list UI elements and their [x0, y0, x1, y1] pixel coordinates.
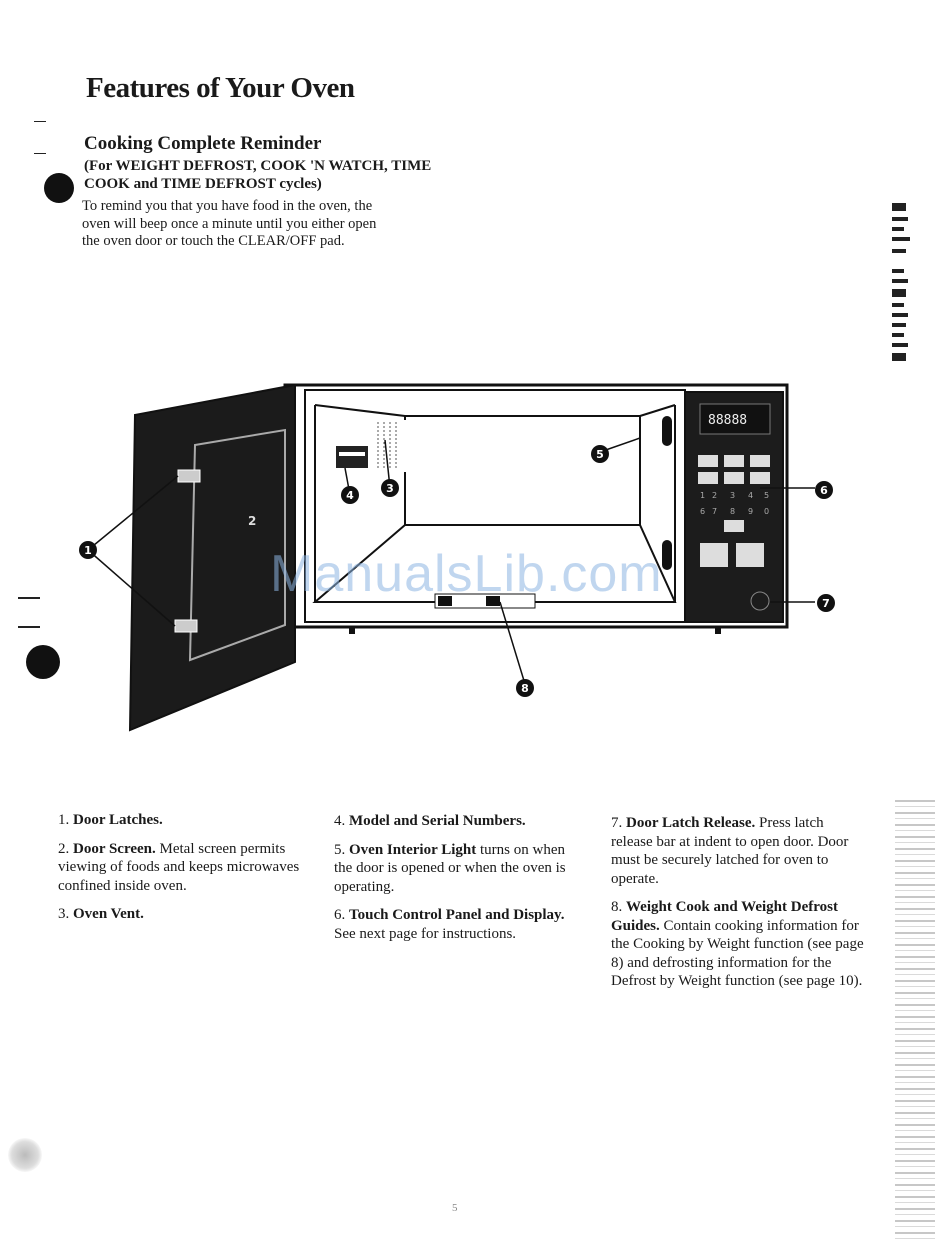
feature-item: 5. Oven Interior Light turns on when the…: [334, 841, 566, 895]
feature-item: 6. Touch Control Panel and Display. See …: [334, 907, 565, 942]
model-serial-label: [336, 446, 368, 468]
callout-4: 4: [346, 489, 354, 502]
reminder-title: Cooking Complete Reminder: [84, 133, 322, 154]
margin-dash: [34, 153, 46, 154]
reminder-body: To remind you that you have food in the …: [82, 198, 377, 249]
callout-7: 7: [822, 597, 830, 610]
feature-item: 3. Oven Vent.: [58, 906, 144, 922]
svg-text:4: 4: [748, 491, 753, 500]
svg-text:7: 7: [712, 507, 717, 516]
page-number: 5: [452, 1202, 458, 1214]
svg-text:3: 3: [730, 491, 735, 500]
feature-column-2: 4. Model and Serial Numbers. 5. Oven Int…: [334, 812, 579, 943]
page-title: Features of Your Oven: [86, 72, 355, 104]
interior-light: [662, 416, 672, 446]
reminder-subtitle: (For WEIGHT DEFROST, COOK 'N WATCH, TIME…: [84, 158, 432, 192]
watermark: ManualsLib.com: [270, 545, 663, 603]
feature-item: 2. Door Screen. Metal screen permits vie…: [58, 840, 300, 894]
svg-text:8: 8: [730, 507, 735, 516]
svg-text:1: 1: [700, 491, 705, 500]
feature-item: 4. Model and Serial Numbers.: [334, 813, 526, 829]
edge-scan-noise: [895, 800, 935, 1240]
callout-6: 6: [820, 484, 828, 497]
callout-8: 8: [521, 682, 529, 695]
door-screen: [188, 428, 286, 662]
svg-text:9: 9: [748, 507, 753, 516]
feature-item: 1. Door Latches.: [58, 812, 163, 828]
oven-cavity-floor: [312, 524, 677, 603]
latch-release-indent: [750, 591, 770, 611]
feature-item: 8. Weight Cook and Weight Defrost Guides…: [611, 899, 864, 989]
margin-dash: [18, 626, 40, 628]
margin-dash: [34, 121, 46, 122]
punch-hole-mark: [44, 173, 74, 203]
svg-text:2: 2: [248, 514, 256, 528]
oven-cavity-back: [404, 415, 641, 526]
door-latch-top: [177, 469, 201, 483]
feature-column-3: 7. Door Latch Release. Press latch relea…: [611, 814, 866, 991]
scan-blot: [8, 1138, 42, 1172]
feature-item: 7. Door Latch Release. Press latch relea…: [611, 815, 849, 887]
edge-scan-marks: [892, 203, 922, 433]
svg-text:6: 6: [700, 507, 705, 516]
punch-hole-mark: [26, 645, 60, 679]
door-latch-bottom: [174, 619, 198, 633]
callout-1: 1: [84, 544, 92, 557]
callout-3: 3: [386, 482, 394, 495]
control-display: [699, 403, 771, 435]
svg-text:2: 2: [712, 491, 717, 500]
svg-text:0: 0: [764, 507, 769, 516]
display-digits: 88888: [708, 413, 747, 428]
svg-text:5: 5: [764, 491, 769, 500]
oven-vent: [373, 420, 407, 472]
feature-column-1: 1. Door Latches. 2. Door Screen. Metal s…: [58, 811, 308, 924]
callout-5: 5: [596, 448, 604, 461]
margin-dash: [18, 597, 40, 599]
weight-guides-strip: [434, 593, 536, 609]
